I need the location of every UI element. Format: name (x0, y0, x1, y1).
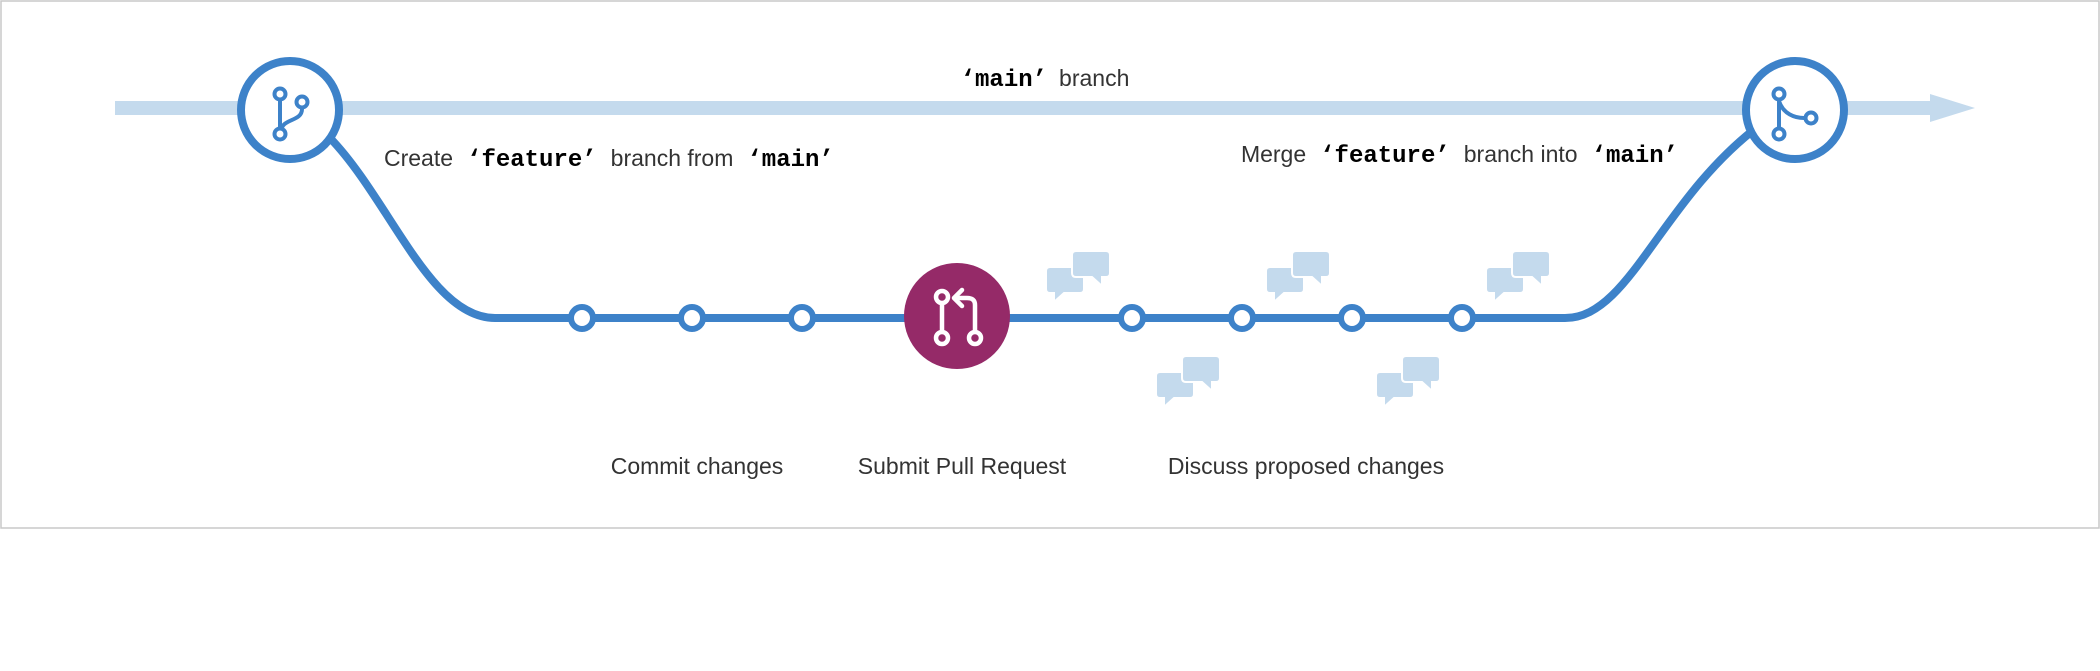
branch-node (237, 57, 343, 163)
commit-changes-label: Commit changes (611, 453, 784, 479)
main-code: ‘main’ (747, 147, 833, 174)
discussion-dot (1118, 304, 1146, 332)
discussion-dot (1448, 304, 1476, 332)
feature-branch-line (327, 121, 1763, 322)
submit-pull-request-label: Submit Pull Request (858, 453, 1067, 479)
git-merge-icon (1771, 86, 1819, 142)
merge-branch-label: Merge‘feature’branch into‘main’ (1241, 141, 1678, 170)
main-code: ‘main’ (961, 67, 1047, 94)
commit-dot (788, 304, 816, 332)
branch-word: branch (1059, 65, 1129, 91)
main-branch-arrow (115, 94, 1975, 122)
feature-code: ‘feature’ (467, 147, 597, 174)
git-pull-request-icon (933, 287, 984, 347)
pull-request-node (904, 263, 1010, 369)
git-branch-icon (272, 86, 310, 142)
merge-node (1742, 57, 1848, 163)
main-branch-label: ‘main’ branch (961, 65, 1130, 94)
commit-dot (678, 304, 706, 332)
discussion-dot (1228, 304, 1256, 332)
commit-dot (568, 304, 596, 332)
main-code: ‘main’ (1592, 143, 1678, 170)
discussion-dot (1338, 304, 1366, 332)
feature-code: ‘feature’ (1320, 143, 1450, 170)
discuss-changes-label: Discuss proposed changes (1168, 453, 1444, 479)
create-branch-label: Create‘feature’branch from‘main’ (384, 145, 834, 174)
